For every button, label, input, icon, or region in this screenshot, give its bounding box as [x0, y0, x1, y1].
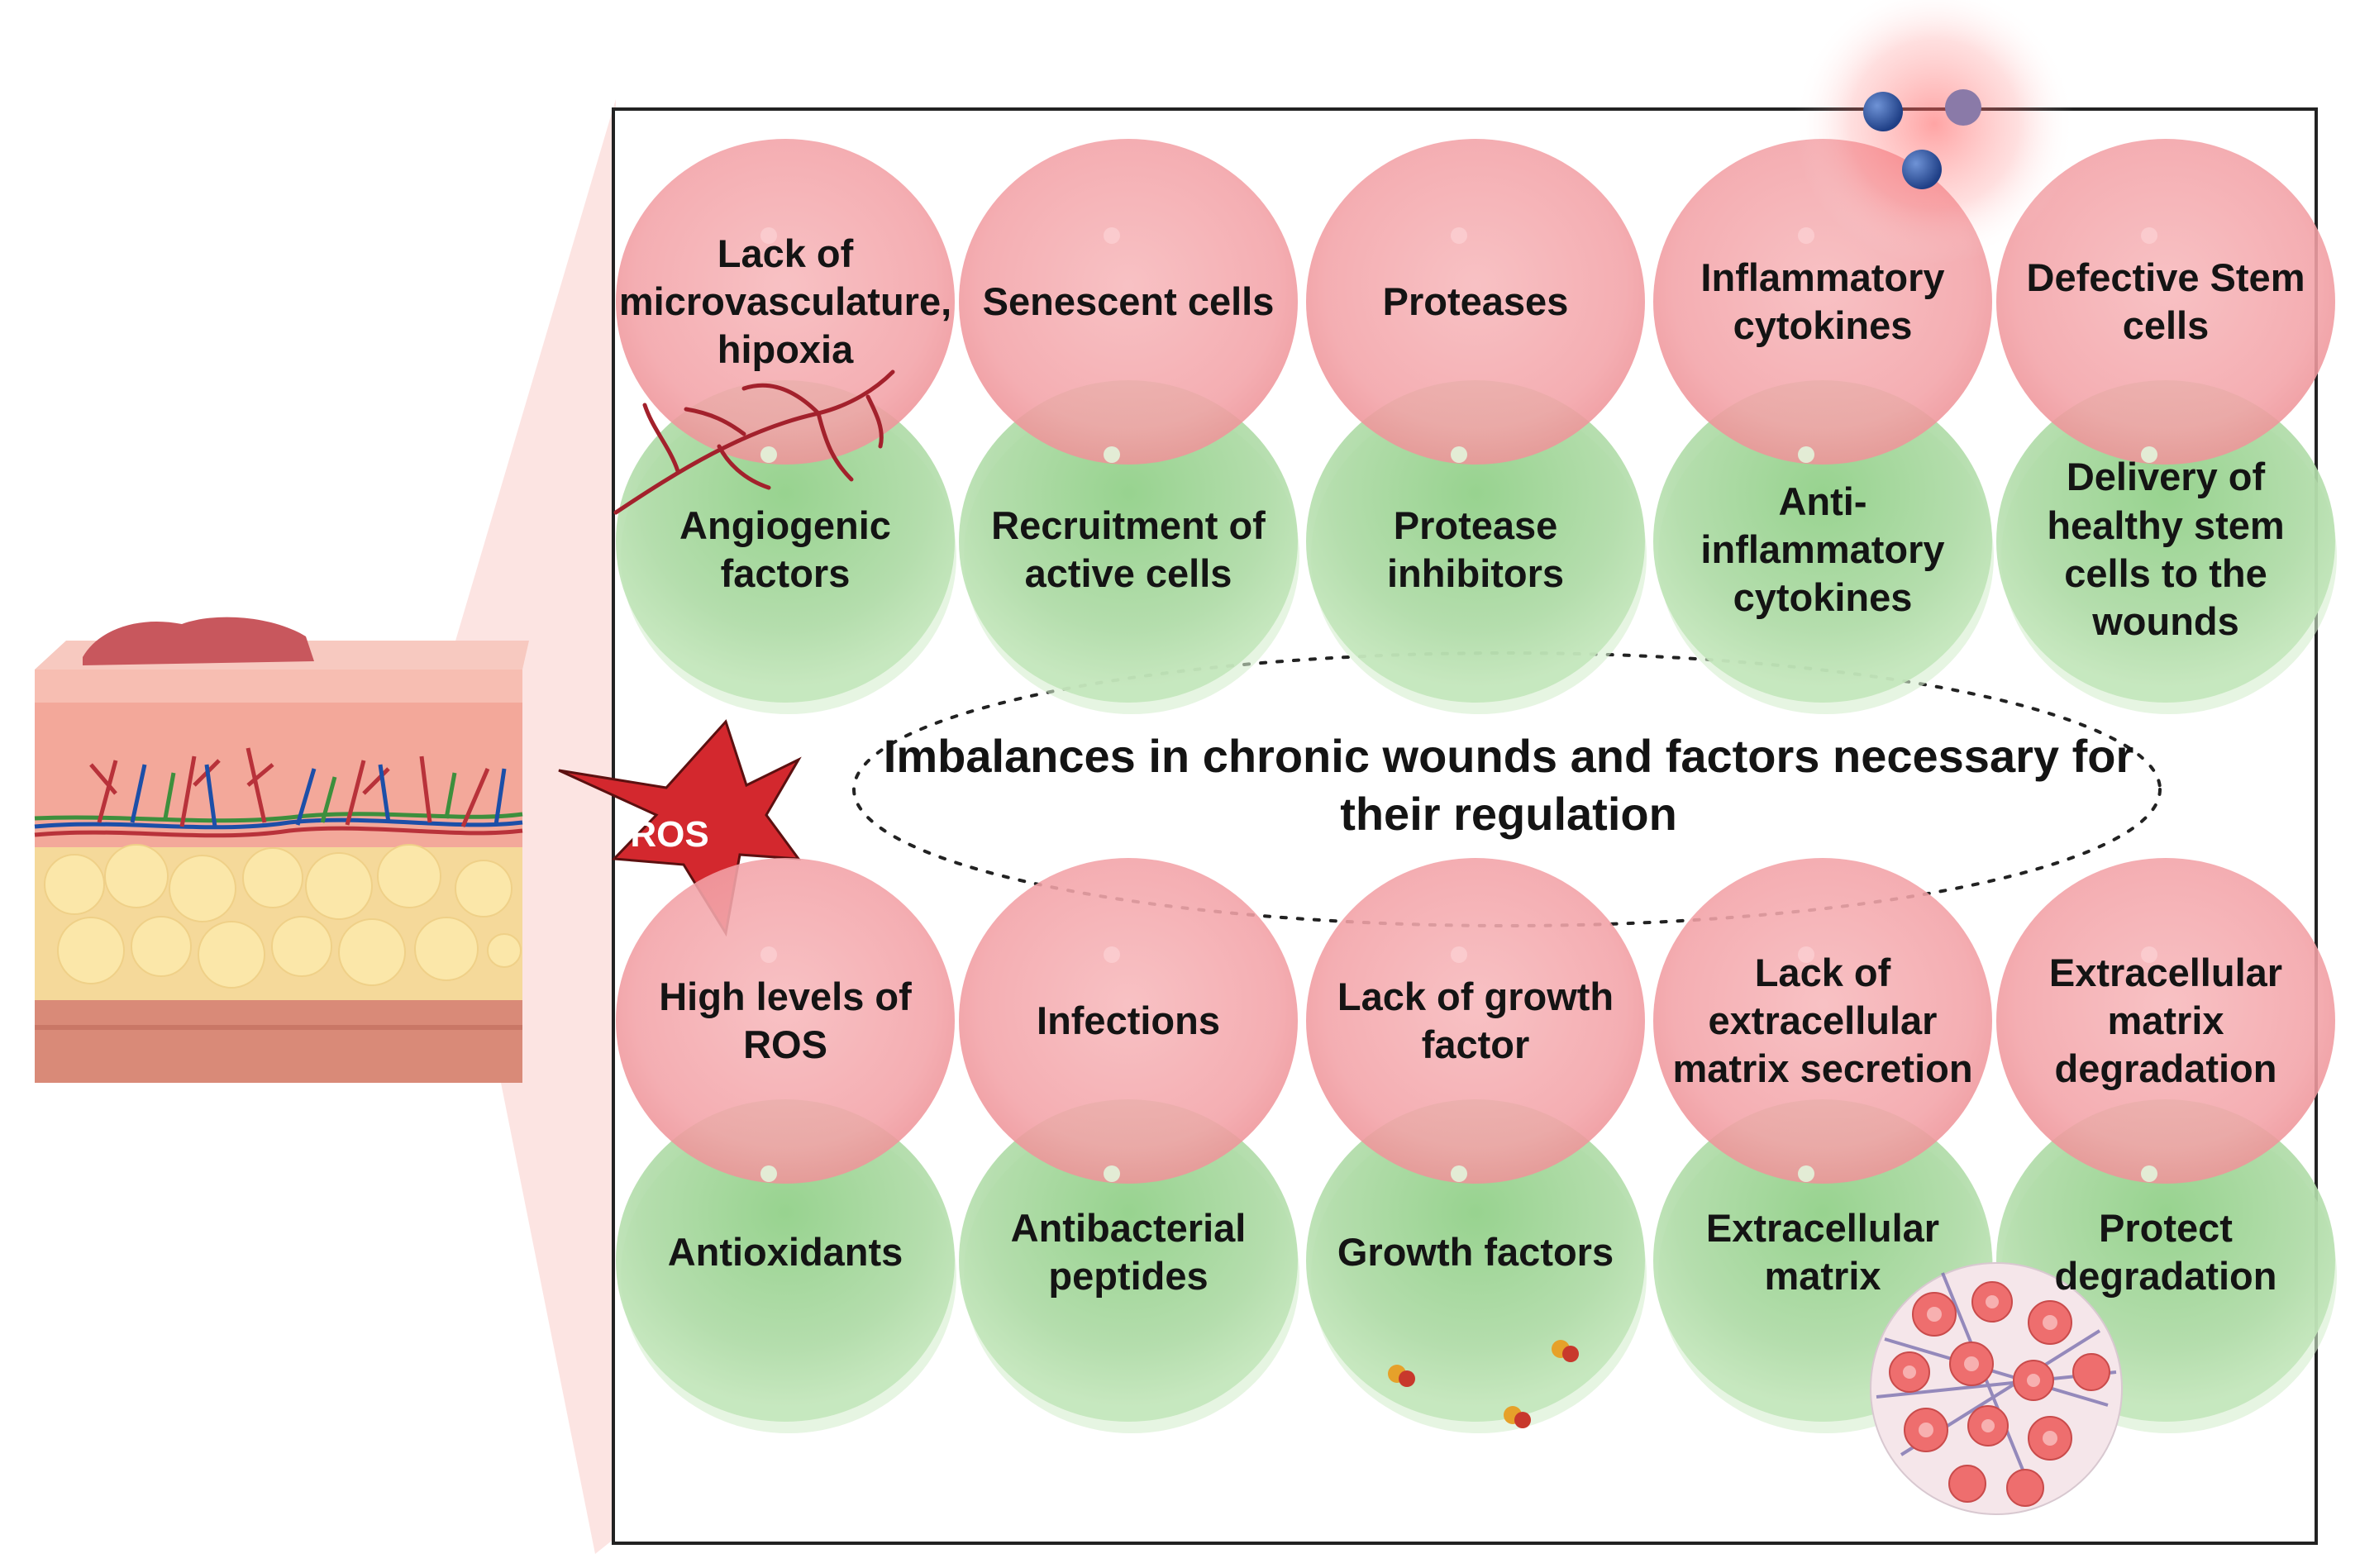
solution-circle-highlight	[760, 446, 777, 463]
solution-circle-highlight	[1104, 1165, 1120, 1182]
solution-circle-highlight	[1798, 446, 1814, 463]
solution-circle	[959, 380, 1298, 703]
problem-label: Inflammatory cytokines	[1700, 255, 1945, 347]
problem-circle	[959, 858, 1298, 1184]
solution-label: Delivery of healthy stem cells to the wo…	[2047, 455, 2285, 644]
solution-circle-highlight	[760, 1165, 777, 1182]
microvessel-illustration	[613, 369, 895, 515]
growth-factor-molecules-icon	[1388, 1340, 1579, 1428]
problem-label: Senescent cells	[982, 279, 1275, 323]
problem-circle	[959, 139, 1298, 465]
problem-circle	[616, 139, 955, 465]
problem-circle-highlight	[1798, 946, 1814, 963]
problem-label: High levels of ROS	[659, 974, 912, 1066]
solution-circle	[1306, 380, 1645, 703]
problem-circle	[1996, 858, 2335, 1184]
solution-label: Protease inhibitors	[1386, 503, 1565, 595]
problem-label: Lack of microvasculature, hipoxia	[618, 231, 952, 372]
problem-circle-highlight	[1798, 227, 1814, 244]
problem-circle-highlight	[760, 227, 777, 244]
problem-circle-highlight	[1451, 946, 1467, 963]
solution-circle-highlight	[1451, 1165, 1467, 1182]
diagram-title: Imbalances in chronic wounds and factors…	[883, 730, 2134, 840]
problem-circle-highlight	[1451, 227, 1467, 244]
solution-circle-highlight	[1451, 446, 1467, 463]
problem-circle-highlight	[2141, 946, 2157, 963]
problem-circle	[1653, 858, 1992, 1184]
problem-label: Proteases	[1382, 279, 1569, 323]
solution-circle	[959, 1099, 1298, 1422]
problem-label: Lack of extracellular matrix secretion	[1672, 950, 1973, 1091]
solution-circle	[616, 1099, 955, 1422]
solution-label: Recruitment of active cells	[991, 503, 1266, 595]
skin-cross-section-illustration	[34, 617, 529, 1083]
problem-circle	[616, 858, 955, 1184]
problem-circle	[1306, 858, 1645, 1184]
solution-label: Protect degradation	[2054, 1205, 2277, 1298]
cytokine-molecules-icon	[1794, 0, 2075, 265]
problem-circle-highlight	[1104, 227, 1120, 244]
extracellular-matrix-illustration	[1870, 1262, 2123, 1515]
problem-label: Infections	[1037, 998, 1220, 1042]
problem-label: Defective Stem cells	[2026, 255, 2305, 347]
solution-label: Antioxidants	[667, 1229, 903, 1274]
ros-badge-label: ROS	[630, 814, 709, 855]
solution-circle-highlight	[2141, 1165, 2157, 1182]
solution-circle-highlight	[2141, 446, 2157, 463]
solution-circle-highlight	[1798, 1165, 1814, 1182]
solution-circle	[1996, 380, 2335, 703]
problem-circle	[1996, 139, 2335, 465]
problem-circle	[1306, 139, 1645, 465]
solution-label: Antibacterial peptides	[1010, 1205, 1247, 1298]
problem-label: Lack of growth factor	[1337, 974, 1614, 1066]
problem-circle-highlight	[2141, 227, 2157, 244]
problem-circle-highlight	[1104, 946, 1120, 963]
solution-label: Extracellular matrix	[1705, 1205, 1940, 1298]
solution-circle-highlight	[1104, 446, 1120, 463]
solution-label: Anti-inflammatory cytokines	[1700, 479, 1945, 620]
problem-label: Extracellular matrix degradation	[2048, 950, 2283, 1091]
solution-label: Angiogenic factors	[679, 503, 891, 595]
problem-circle-highlight	[760, 946, 777, 963]
solution-label: Growth factors	[1337, 1229, 1614, 1274]
solution-circle	[1653, 380, 1992, 703]
zoom-wedge	[430, 99, 616, 1554]
